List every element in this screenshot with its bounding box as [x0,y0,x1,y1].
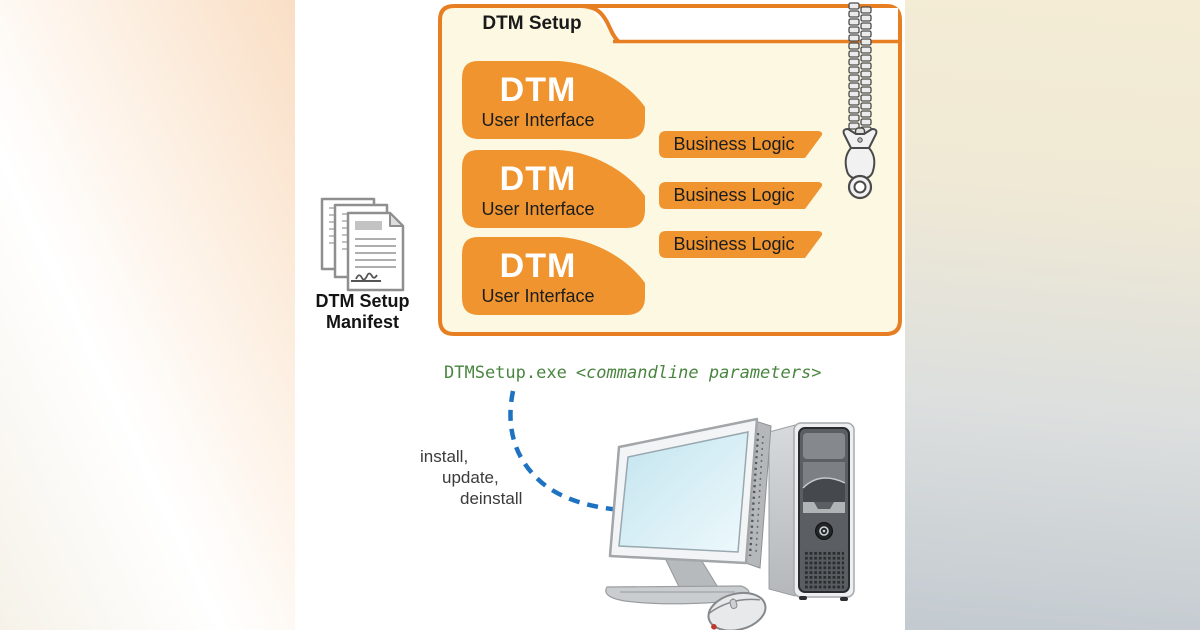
tower-power-button [815,522,833,540]
action-install: install, [420,447,469,466]
zipper-icon [842,2,878,200]
business-logic-shape [659,131,823,158]
document-header-bar [355,221,382,230]
manifest-label-line2: Manifest [325,312,399,332]
folder-tab-slant [580,4,620,43]
dtm-block: DTM User Interface [462,61,645,139]
action-update: update, [442,468,499,487]
background-right-band [905,0,1200,630]
monitor [605,417,772,605]
folder-opening [590,8,898,40]
folder-tab-label: DTM Setup [482,13,582,34]
monitor-screen [618,431,749,553]
zipper-slider [842,127,878,200]
computer-tower [768,422,855,601]
business-logic-block: Business Logic [659,131,823,158]
dtm-subtitle: User Interface [481,198,595,219]
dtm-title: DTM [499,246,577,285]
dtm-subtitle: User Interface [481,285,595,306]
manifest-documents-icon [320,197,405,292]
command-line: DTMSetup.exe <commandline parameters> [444,363,821,383]
command-parameters: <commandline parameters> [575,363,822,383]
business-logic-block: Business Logic [659,231,823,258]
dtm-block-shape [462,150,645,228]
tower-vents [803,550,845,590]
dtm-title: DTM [499,159,577,198]
dtm-title: DTM [499,70,577,109]
dtm-block: DTM User Interface [462,150,645,228]
dtm-block: DTM User Interface [462,237,645,315]
command-executable: DTMSetup.exe [444,363,567,383]
action-deinstall: deinstall [460,489,523,508]
action-list: install, update, deinstall [420,446,522,509]
manifest-label: DTM Setup Manifest [300,291,425,333]
dtm-subtitle: User Interface [481,109,595,130]
background-left-band [0,0,295,630]
business-logic-block: Business Logic [659,182,823,209]
monitor-stand [605,555,750,605]
business-logic-shape [659,182,823,209]
business-logic-shape [659,231,823,258]
business-logic-label: Business Logic [673,234,795,254]
mouse-icon [707,591,767,630]
business-logic-label: Business Logic [673,134,795,154]
desktop-computer-illustration [605,417,855,630]
dtm-block-shape [462,61,645,139]
dtm-block-shape [462,237,645,315]
signature-scribble [351,272,381,282]
business-logic-label: Business Logic [673,185,795,205]
manifest-label-line1: DTM Setup [315,291,410,311]
